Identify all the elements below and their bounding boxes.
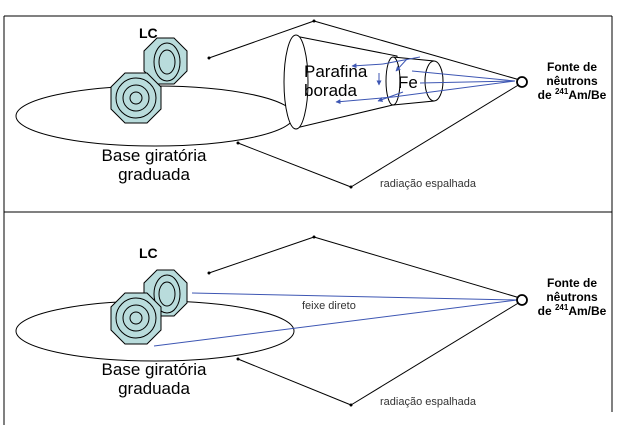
bottom-beam-label: feixe direto [302, 300, 356, 312]
top-iron-label: Fe [398, 73, 418, 92]
bottom-source [516, 294, 528, 306]
bottom-source-line1: Fonte de [547, 276, 597, 290]
top-source-line3: de 241Am/Be [537, 87, 607, 103]
top-detector-front [110, 72, 162, 124]
bottom-source-line3: de 241Am/Be [537, 303, 607, 319]
top-detector-back [143, 37, 188, 85]
top-scatter-label: radiação espalhada [380, 178, 477, 190]
top-paraffin-label: Parafina borada [304, 62, 367, 100]
top-base-label-line2: graduada [118, 165, 190, 185]
bottom-scatter-lines [208, 236, 521, 406]
bottom-source-label: Fonte de nêutrons de 241Am/Be [532, 276, 612, 318]
frame [3, 15, 613, 425]
bottom-direct-beam [153, 292, 518, 347]
top-paraffin-line2: borada [304, 81, 357, 101]
bottom-base-label-line1: Base giratória [101, 360, 207, 379]
top-shadow-cone [283, 34, 398, 130]
top-base-label: Base giratória graduada [84, 146, 224, 184]
bottom-source-isotope-mass: 241 [554, 303, 569, 313]
top-source [516, 76, 528, 88]
top-source-isotope-mass: 241 [554, 87, 569, 97]
top-base-label-line1: Base giratória [101, 146, 207, 165]
top-paraffin-line1: Parafina [304, 62, 368, 81]
bottom-base-label: Base giratória graduada [84, 360, 224, 398]
bottom-detector-front [110, 292, 162, 345]
bottom-scatter-markers [207, 235, 353, 407]
bottom-detector-label: LC [139, 245, 158, 261]
top-source-line2: nêutrons [546, 74, 598, 89]
top-neutron-paths [335, 56, 516, 105]
top-scatter-markers [207, 19, 353, 189]
bottom-scatter-label: radiação espalhada [380, 396, 477, 408]
top-detector-label: LC [139, 25, 158, 41]
bottom-source-line2: nêutrons [546, 290, 598, 305]
top-scatter-lines [208, 20, 521, 188]
top-source-line1: Fonte de [547, 60, 597, 74]
top-source-label: Fonte de nêutrons de 241Am/Be [532, 60, 612, 102]
bottom-base-label-line2: graduada [118, 379, 190, 399]
